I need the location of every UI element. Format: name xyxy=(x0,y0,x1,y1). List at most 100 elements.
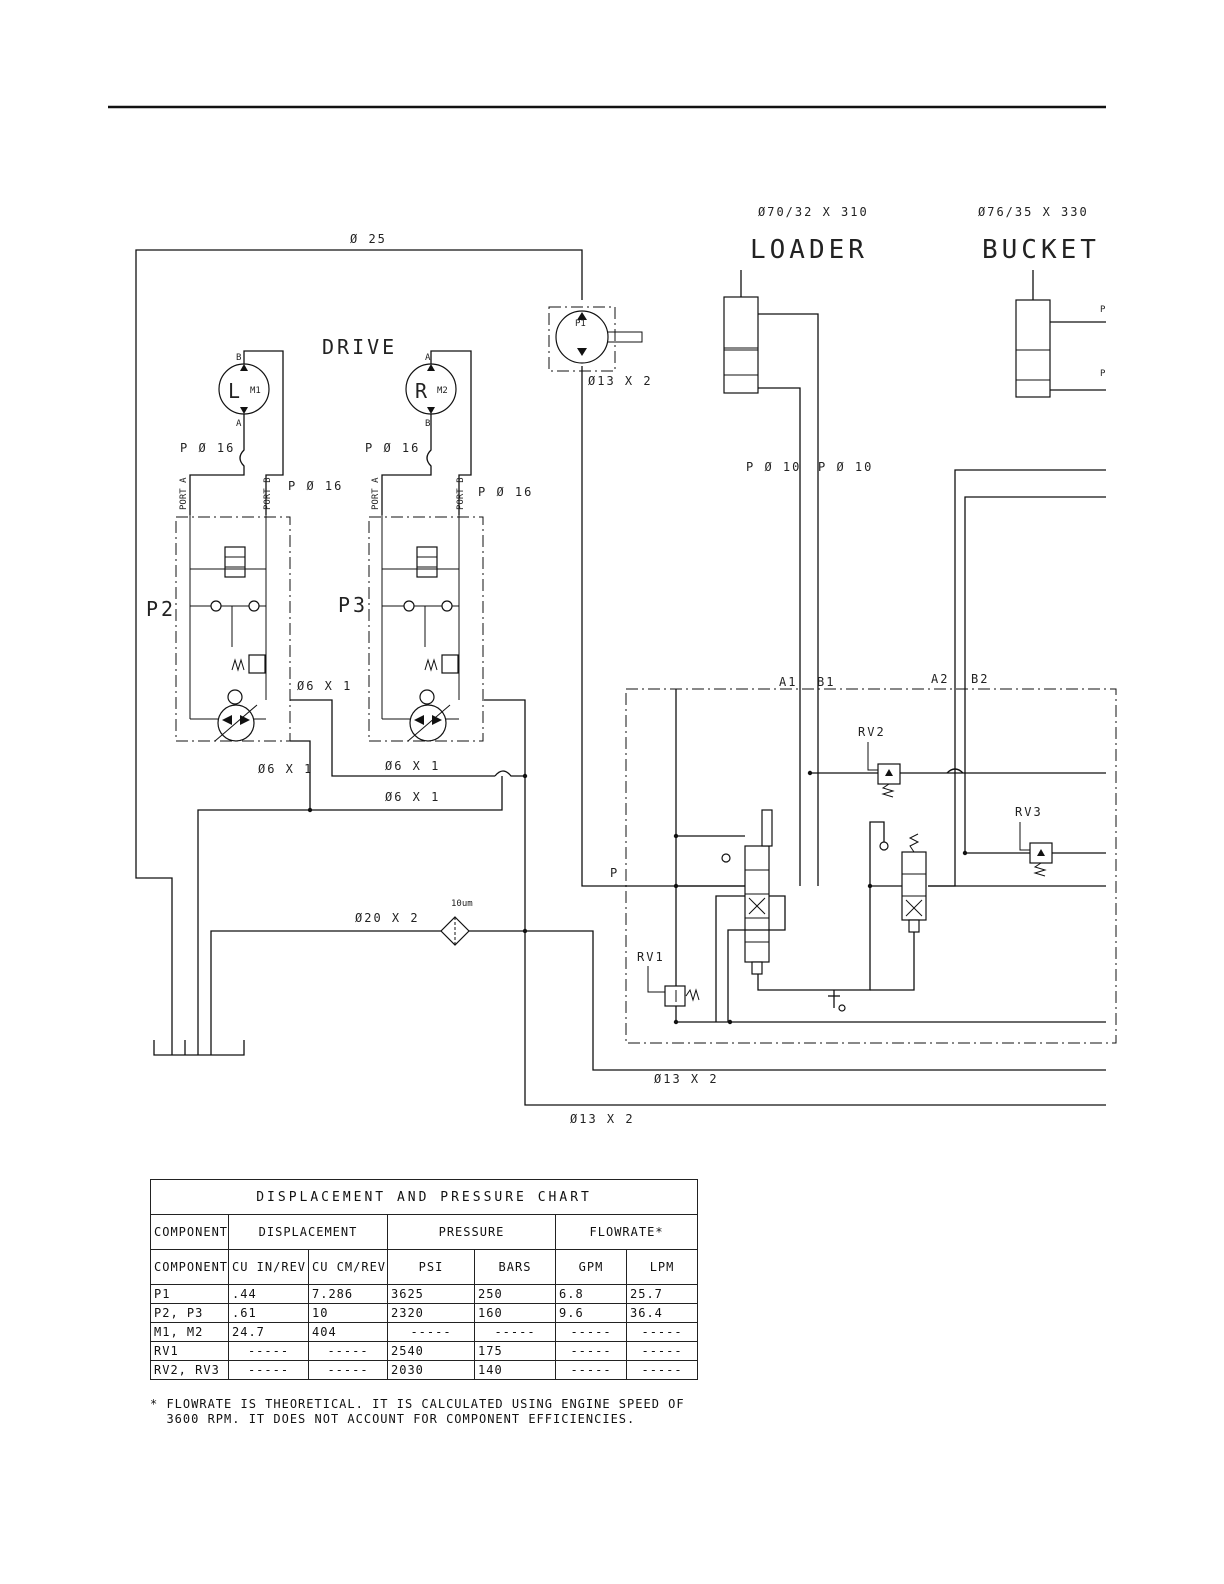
pump-p2-module xyxy=(175,515,291,742)
table-row: RV1 ----- ----- 2540 175 ----- ----- xyxy=(150,1341,699,1361)
table-cell: 7.286 xyxy=(308,1284,388,1304)
motor-l-label: L xyxy=(228,379,243,403)
loader-spool-valve xyxy=(721,809,773,975)
pump-p3-label: P3 xyxy=(338,593,368,617)
port-a-label-2: PORT A xyxy=(371,477,381,510)
column-header-psi: PSI xyxy=(387,1249,475,1285)
pump-p1-label: P1 xyxy=(575,319,586,329)
m1-port-a: A xyxy=(236,419,242,429)
suction-line xyxy=(135,249,583,1055)
case-drain-label-2: Ø6 X 1 xyxy=(258,762,313,776)
table-cell: ----- xyxy=(625,1322,699,1342)
bucket-port-p2: P xyxy=(1100,369,1106,379)
return-label-1: Ø13 X 2 xyxy=(654,1072,719,1086)
column-header-gpm: GPM xyxy=(555,1249,627,1285)
table-row: P2, P3 .61 10 2320 160 9.6 36.4 xyxy=(150,1303,699,1323)
group-header-pressure: PRESSURE xyxy=(387,1214,556,1250)
motor-m2: R M2 A B xyxy=(405,353,457,429)
table-cell: .61 xyxy=(228,1303,309,1323)
displacement-pressure-chart: DISPLACEMENT AND PRESSURE CHART COMPONEN… xyxy=(149,1179,699,1380)
pipe-p10-label-2: P Ø 10 xyxy=(818,460,873,474)
table-cell: 140 xyxy=(474,1360,556,1380)
table-cell: 2540 xyxy=(387,1341,475,1361)
bucket-spool-valve xyxy=(879,833,927,933)
p1-outlet-label: Ø13 X 2 xyxy=(588,374,653,388)
p-port-label: P xyxy=(610,866,619,880)
table-cell: M1, M2 xyxy=(150,1322,229,1342)
group-header-flowrate: FLOWRATE* xyxy=(554,1214,699,1250)
m1-port-b: B xyxy=(236,353,241,363)
table-cell: 24.7 xyxy=(228,1322,309,1342)
return-label-2: Ø13 X 2 xyxy=(570,1112,635,1126)
loader-spec: Ø70/32 X 310 xyxy=(758,205,869,219)
table-cell: ----- xyxy=(625,1360,699,1380)
table-cell: ----- xyxy=(474,1322,556,1342)
pump-p3-module xyxy=(368,515,484,742)
p16-label-1: P Ø 16 xyxy=(180,441,235,455)
bucket-title: BUCKET xyxy=(982,235,1100,265)
column-header-lpm: LPM xyxy=(625,1249,699,1285)
table-row: P1 .44 7.286 3625 250 6.8 25.7 xyxy=(150,1284,699,1304)
table-cell: 404 xyxy=(308,1322,388,1342)
column-header-bars: BARS xyxy=(474,1249,556,1285)
rv2-label: RV2 xyxy=(858,725,886,739)
bucket-spec: Ø76/35 X 330 xyxy=(978,205,1089,219)
table-cell: 160 xyxy=(474,1303,556,1323)
table-cell: 250 xyxy=(474,1284,556,1304)
table-cell: ----- xyxy=(555,1341,627,1361)
loader-title: LOADER xyxy=(750,235,868,265)
relief-valve-rv1 xyxy=(647,966,700,1007)
table-cell: 9.6 xyxy=(555,1303,627,1323)
table-cell: ----- xyxy=(387,1322,475,1342)
table-cell: RV2, RV3 xyxy=(150,1360,229,1380)
table-cell: P2, P3 xyxy=(150,1303,229,1323)
table-cell: ----- xyxy=(228,1360,309,1380)
valve-block-outline xyxy=(625,688,1117,1044)
table-cell: 175 xyxy=(474,1341,556,1361)
column-header-component: COMPONENT xyxy=(150,1249,229,1285)
motor-m1-label: M1 xyxy=(250,386,261,396)
loader-cylinder xyxy=(723,270,759,394)
filter-pipe-label: Ø20 X 2 xyxy=(355,911,420,925)
table-cell: .44 xyxy=(228,1284,309,1304)
table-cell: ----- xyxy=(308,1360,388,1380)
relief-valve-rv2 xyxy=(867,742,901,798)
table-cell: 10 xyxy=(308,1303,388,1323)
table-cell: 2320 xyxy=(387,1303,475,1323)
m2-port-a: A xyxy=(425,353,431,363)
port-a1-label: A1 xyxy=(779,675,797,689)
pipe-p10-label-1: P Ø 10 xyxy=(746,460,801,474)
bucket-port-p1: P xyxy=(1100,305,1106,315)
chart-title: DISPLACEMENT AND PRESSURE CHART xyxy=(149,1179,699,1215)
port-b-label-1: PORT B xyxy=(263,477,273,510)
group-header-displacement: DISPLACEMENT xyxy=(228,1214,388,1250)
table-cell: ----- xyxy=(625,1341,699,1361)
port-a2-label: A2 xyxy=(931,672,949,686)
table-cell: ----- xyxy=(228,1341,309,1361)
table-cell: 36.4 xyxy=(625,1303,699,1323)
bucket-cylinder xyxy=(1015,270,1051,398)
case-drain-label-1: Ø6 X 1 xyxy=(297,679,352,693)
column-header-cu-cm-rev: CU CM/REV xyxy=(308,1249,388,1285)
port-b1-label: B1 xyxy=(817,675,835,689)
p16-label-2: P Ø 16 xyxy=(288,479,343,493)
p16-label-4: P Ø 16 xyxy=(478,485,533,499)
return-filter xyxy=(440,916,470,946)
case-drain-label-4: Ø6 X 1 xyxy=(385,790,440,804)
reservoir-tank xyxy=(153,1040,245,1056)
drive-title: DRIVE xyxy=(322,335,397,359)
m2-port-b: B xyxy=(425,419,430,429)
pump-p1: P1 xyxy=(548,306,643,372)
relief-valve-rv3 xyxy=(1019,822,1053,877)
table-row: M1, M2 24.7 404 ----- ----- ----- ----- xyxy=(150,1322,699,1342)
group-header-component: COMPONENT xyxy=(150,1214,229,1250)
rv3-label: RV3 xyxy=(1015,805,1043,819)
pump-p2-label: P2 xyxy=(146,597,176,621)
table-cell: ----- xyxy=(555,1322,627,1342)
table-cell: ----- xyxy=(308,1341,388,1361)
table-cell: RV1 xyxy=(150,1341,229,1361)
p1-outlet-line xyxy=(581,366,745,887)
filter-rating-label: 10um xyxy=(451,899,473,909)
p16-label-3: P Ø 16 xyxy=(365,441,420,455)
